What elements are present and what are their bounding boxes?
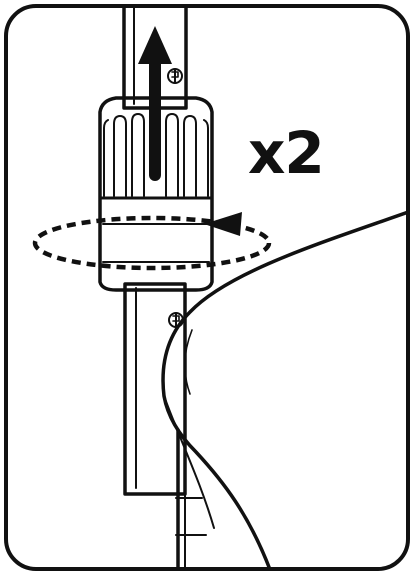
- illustration-frame: [4, 4, 410, 571]
- lock-symbol-icon: [167, 68, 183, 84]
- up-arrow-icon: [138, 26, 172, 181]
- repeat-count-label: x2: [248, 119, 325, 187]
- rotation-arrow-icon: [32, 212, 272, 271]
- adjustment-collar: [98, 96, 214, 292]
- cover-hood: [161, 208, 408, 569]
- lower-tube: [123, 282, 207, 569]
